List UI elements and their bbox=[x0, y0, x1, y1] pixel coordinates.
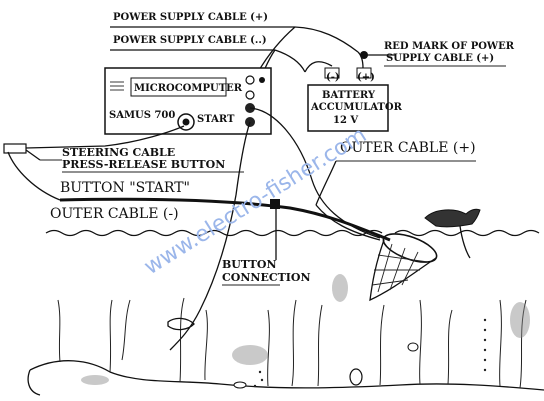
steering-cable bbox=[25, 125, 185, 149]
label-outer-plus: OUTER CABLE (+) bbox=[340, 140, 476, 156]
menu-lines-icon bbox=[110, 81, 124, 91]
reed-icon bbox=[57, 297, 527, 389]
seaweed-blobs bbox=[81, 274, 530, 385]
plug-icon bbox=[3, 143, 27, 154]
label-microcomputer: MICROCOMPUTER bbox=[134, 83, 243, 94]
steering-cable-lower bbox=[7, 151, 61, 201]
bubble-dots bbox=[253, 318, 487, 388]
small-fish-outline bbox=[167, 317, 195, 331]
label-power-plus: POWER SUPPLY CABLE (+) bbox=[113, 12, 268, 23]
label-steering-1: STEERING CABLE bbox=[62, 146, 175, 159]
label-steering-2: PRESS-RELEASE BUTTON bbox=[62, 158, 225, 171]
label-button-connection-1: BUTTON bbox=[222, 258, 277, 271]
fish-icon bbox=[424, 208, 481, 259]
label-outer-minus: OUTER CABLE (-) bbox=[50, 206, 179, 222]
stone-icon bbox=[233, 342, 419, 389]
water-surface bbox=[45, 229, 540, 237]
button-to-computer bbox=[235, 121, 251, 196]
label-red-mark-2: SUPPLY CABLE (+) bbox=[386, 53, 494, 64]
label-power-minus: POWER SUPPLY CABLE (..) bbox=[113, 35, 267, 46]
red-mark-dot bbox=[360, 51, 368, 59]
red-mark-connector bbox=[357, 51, 364, 69]
net-icon bbox=[369, 233, 438, 302]
label-battery-minus: (-) bbox=[326, 72, 340, 83]
label-battery-2: ACCUMULATOR bbox=[310, 102, 403, 113]
label-button-start: BUTTON "START" bbox=[60, 180, 190, 196]
underwater-cable bbox=[169, 194, 237, 351]
outer-cable-plus bbox=[249, 107, 381, 239]
label-samus: SAMUS 700 bbox=[109, 110, 175, 121]
label-button-connection-2: CONNECTION bbox=[222, 271, 311, 284]
label-battery-1: BATTERY bbox=[322, 90, 376, 101]
button-connection-marker bbox=[270, 199, 280, 260]
label-red-mark-1: RED MARK OF POWER bbox=[384, 41, 515, 52]
label-start: START bbox=[197, 114, 235, 125]
label-battery-3: 12 V bbox=[333, 115, 358, 126]
microcomputer-box bbox=[104, 67, 272, 135]
start-knob bbox=[177, 113, 195, 131]
battery bbox=[307, 67, 389, 132]
label-battery-plus: (+) bbox=[357, 72, 375, 83]
